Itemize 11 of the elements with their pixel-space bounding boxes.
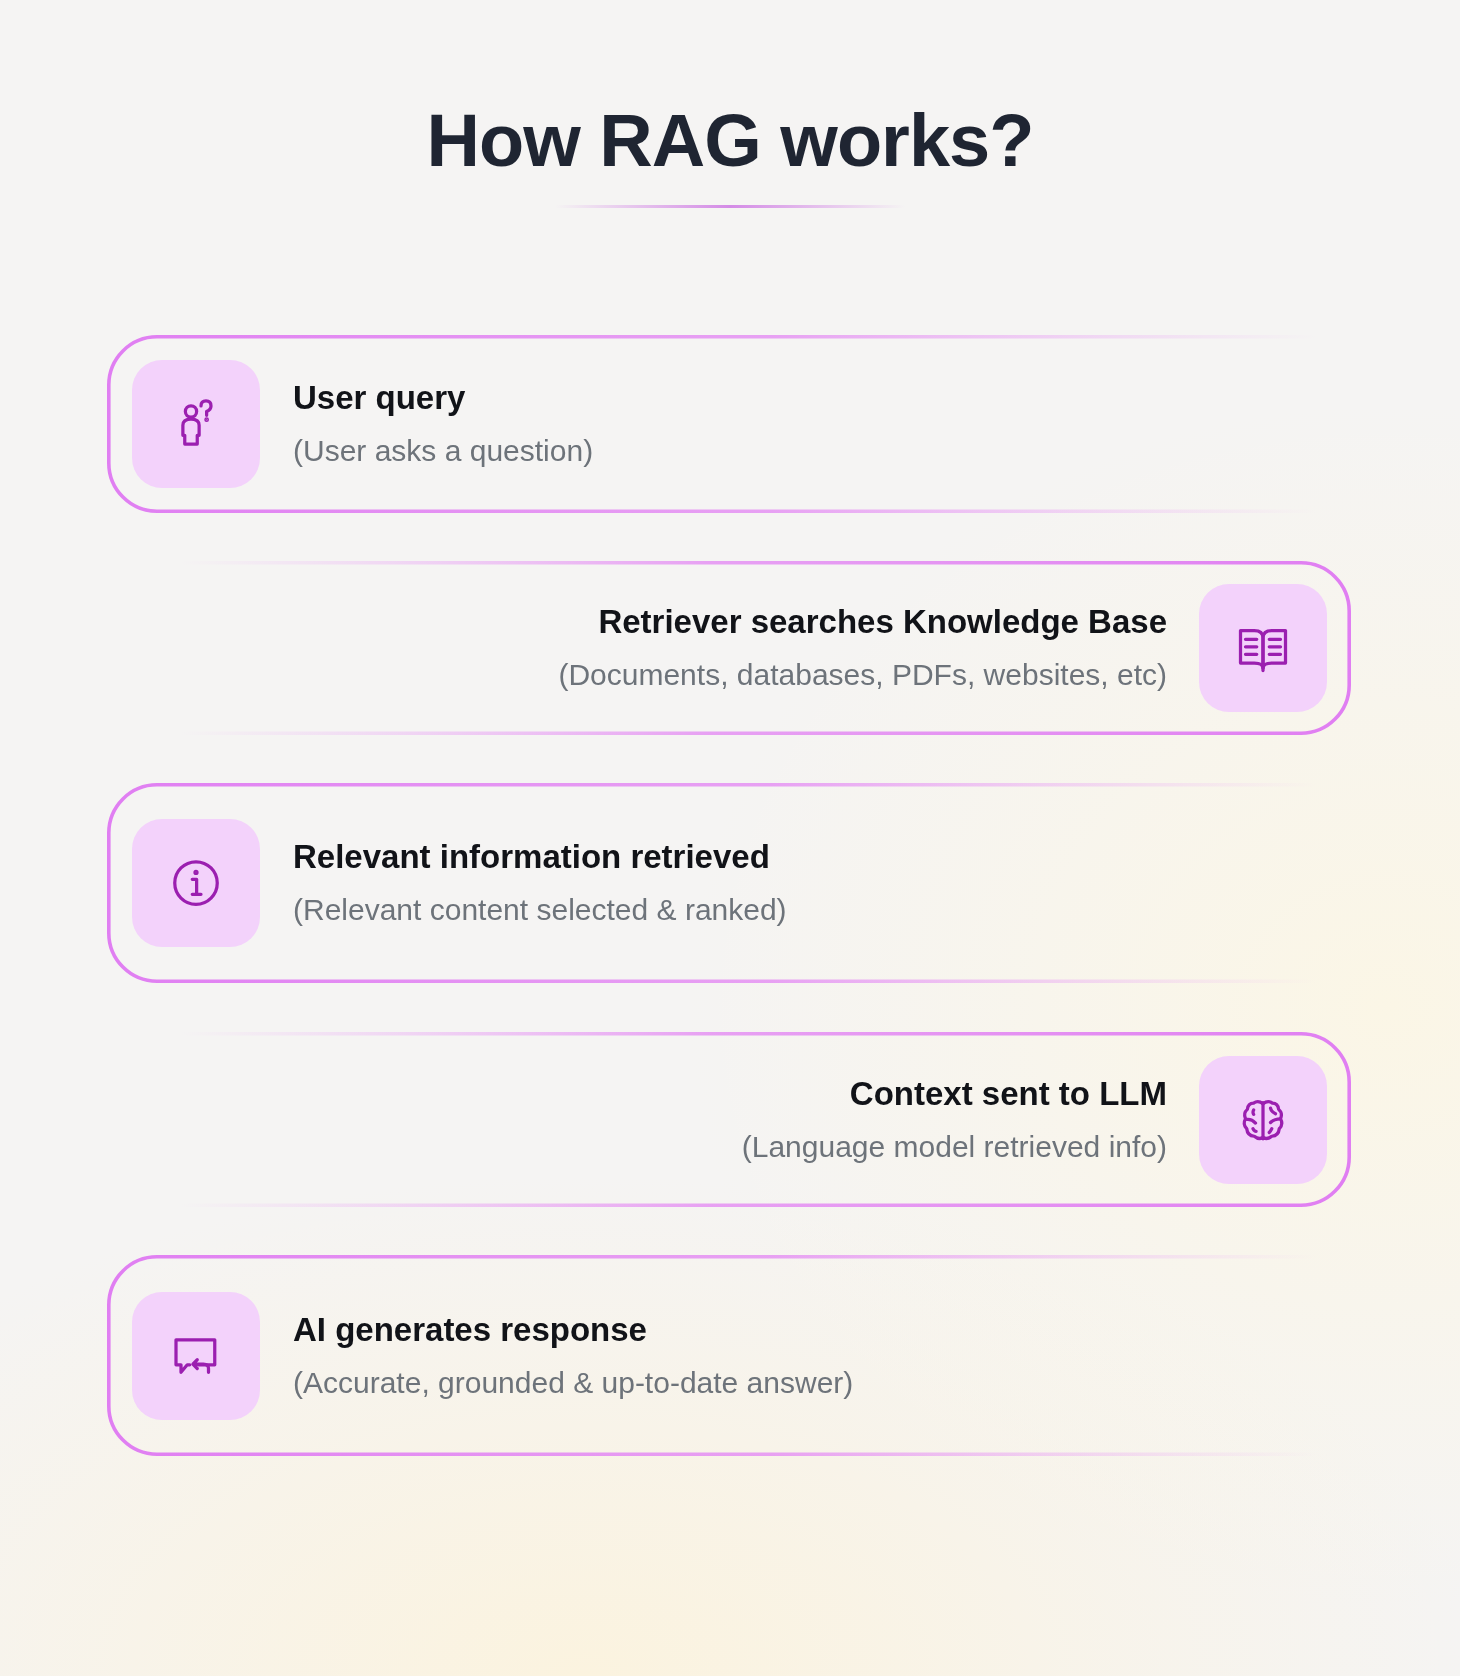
step-description: (Language model retrieved info)	[741, 1128, 1167, 1165]
step-title: Retriever searches Knowledge Base	[598, 602, 1167, 642]
step-title: Context sent to LLM	[849, 1073, 1167, 1114]
step-title: Relevant information retrieved	[293, 837, 771, 877]
step-description: (Relevant content selected & ranked)	[293, 892, 787, 928]
title: How RAG works?	[426, 99, 1034, 182]
step-description: (User asks a question)	[293, 433, 594, 469]
step-title: User query	[293, 378, 467, 418]
step-description: (Accurate, grounded & up-to-date answer)	[293, 1364, 854, 1401]
step-title: AI generates response	[293, 1309, 648, 1350]
step-description: (Documents, databases, PDFs, websites, etc)	[558, 657, 1167, 693]
